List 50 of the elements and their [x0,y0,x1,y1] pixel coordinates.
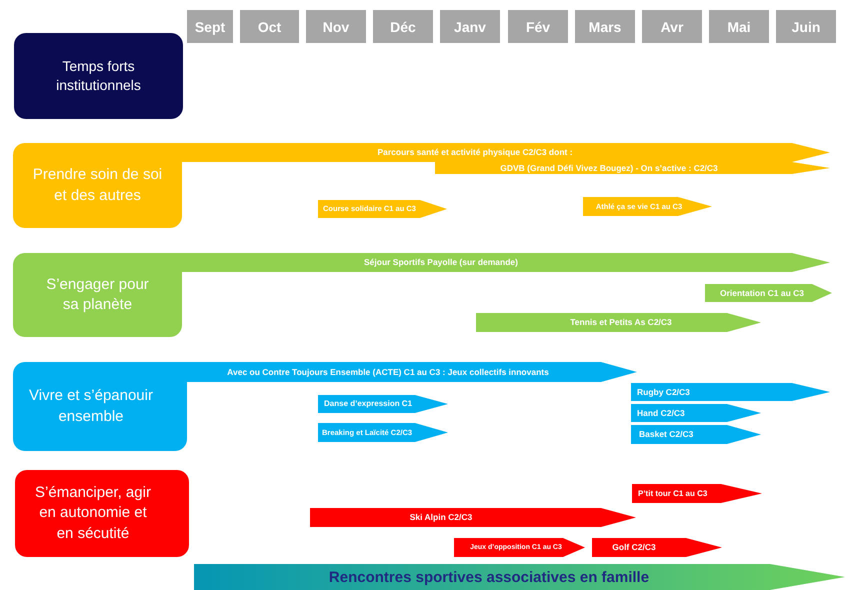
month-cell: Avr [642,10,702,43]
month-cell: Janv [440,10,500,43]
month-cell: Mars [575,10,635,43]
timeline-bar [631,425,761,444]
category-title: Vivre et s’épanouir ensemble [28,386,154,426]
category-box [13,362,187,451]
month-cell: Sept [187,10,233,43]
timeline-bar [592,538,722,557]
category-box [14,33,183,119]
month-cell: Nov [306,10,366,43]
activity-label: Séjour Sportifs Payolle (sur demande) [364,258,518,267]
timeline-bar [318,200,447,218]
activity-label: GDVB (Grand Défi Vivez Bougez) - On s’active : C2/C3 [500,164,718,172]
category-title: S’émanciper, agir en autonomie et en sécutité [34,483,152,544]
timeline-bar [318,423,448,442]
month-cell: Fév [508,10,568,43]
timeline-bar [583,197,712,216]
timeline-bar [318,395,448,413]
month-cell: Juin [776,10,836,43]
timeline-bar [310,508,636,527]
activity-label: Tennis et Petits As C2/C3 [570,318,672,327]
category-box [15,470,189,557]
activity-label: Avec ou Contre Toujours Ensemble (ACTE) C1 au C3 : Jeux collectifs innovants [227,368,549,376]
category-box [13,253,182,337]
timeline-bar [632,484,762,503]
category-title: Prendre soin de soi et des autres [32,165,164,206]
activity-label: Hand C2/C3 [637,408,685,418]
activity-label: Basket C2/C3 [639,430,694,439]
timeline-bar [631,383,830,401]
timeline-bar [182,253,830,272]
activity-label: Rencontres sportives associatives en famille [328,570,650,584]
timeline-bar [631,404,761,422]
category-title: Temps forts institutionnels [55,57,142,95]
activity-label: Rugby C2/C3 [637,388,690,396]
timeline-bar [454,538,585,557]
activity-label: Parcours santé et activité physique C2/C3 dont : [377,148,573,157]
timeline-bar [194,564,845,590]
activity-label: P’tit tour C1 au C3 [638,490,708,498]
timeline-bar [476,313,761,332]
timeline-bar [187,362,637,382]
category-box [13,143,182,228]
month-cell: Déc [373,10,433,43]
category-title: S’engager pour sa planète [45,274,150,315]
timeline-bar [705,284,832,302]
month-cell: Mai [709,10,769,43]
month-cell: Oct [240,10,299,43]
activity-label: Danse d’expression C1 [324,400,412,408]
activity-label: Golf C2/C3 [612,543,656,552]
activity-label: Ski Alpin C2/C3 [410,513,472,522]
activity-label: Orientation C1 au C3 [720,288,804,298]
